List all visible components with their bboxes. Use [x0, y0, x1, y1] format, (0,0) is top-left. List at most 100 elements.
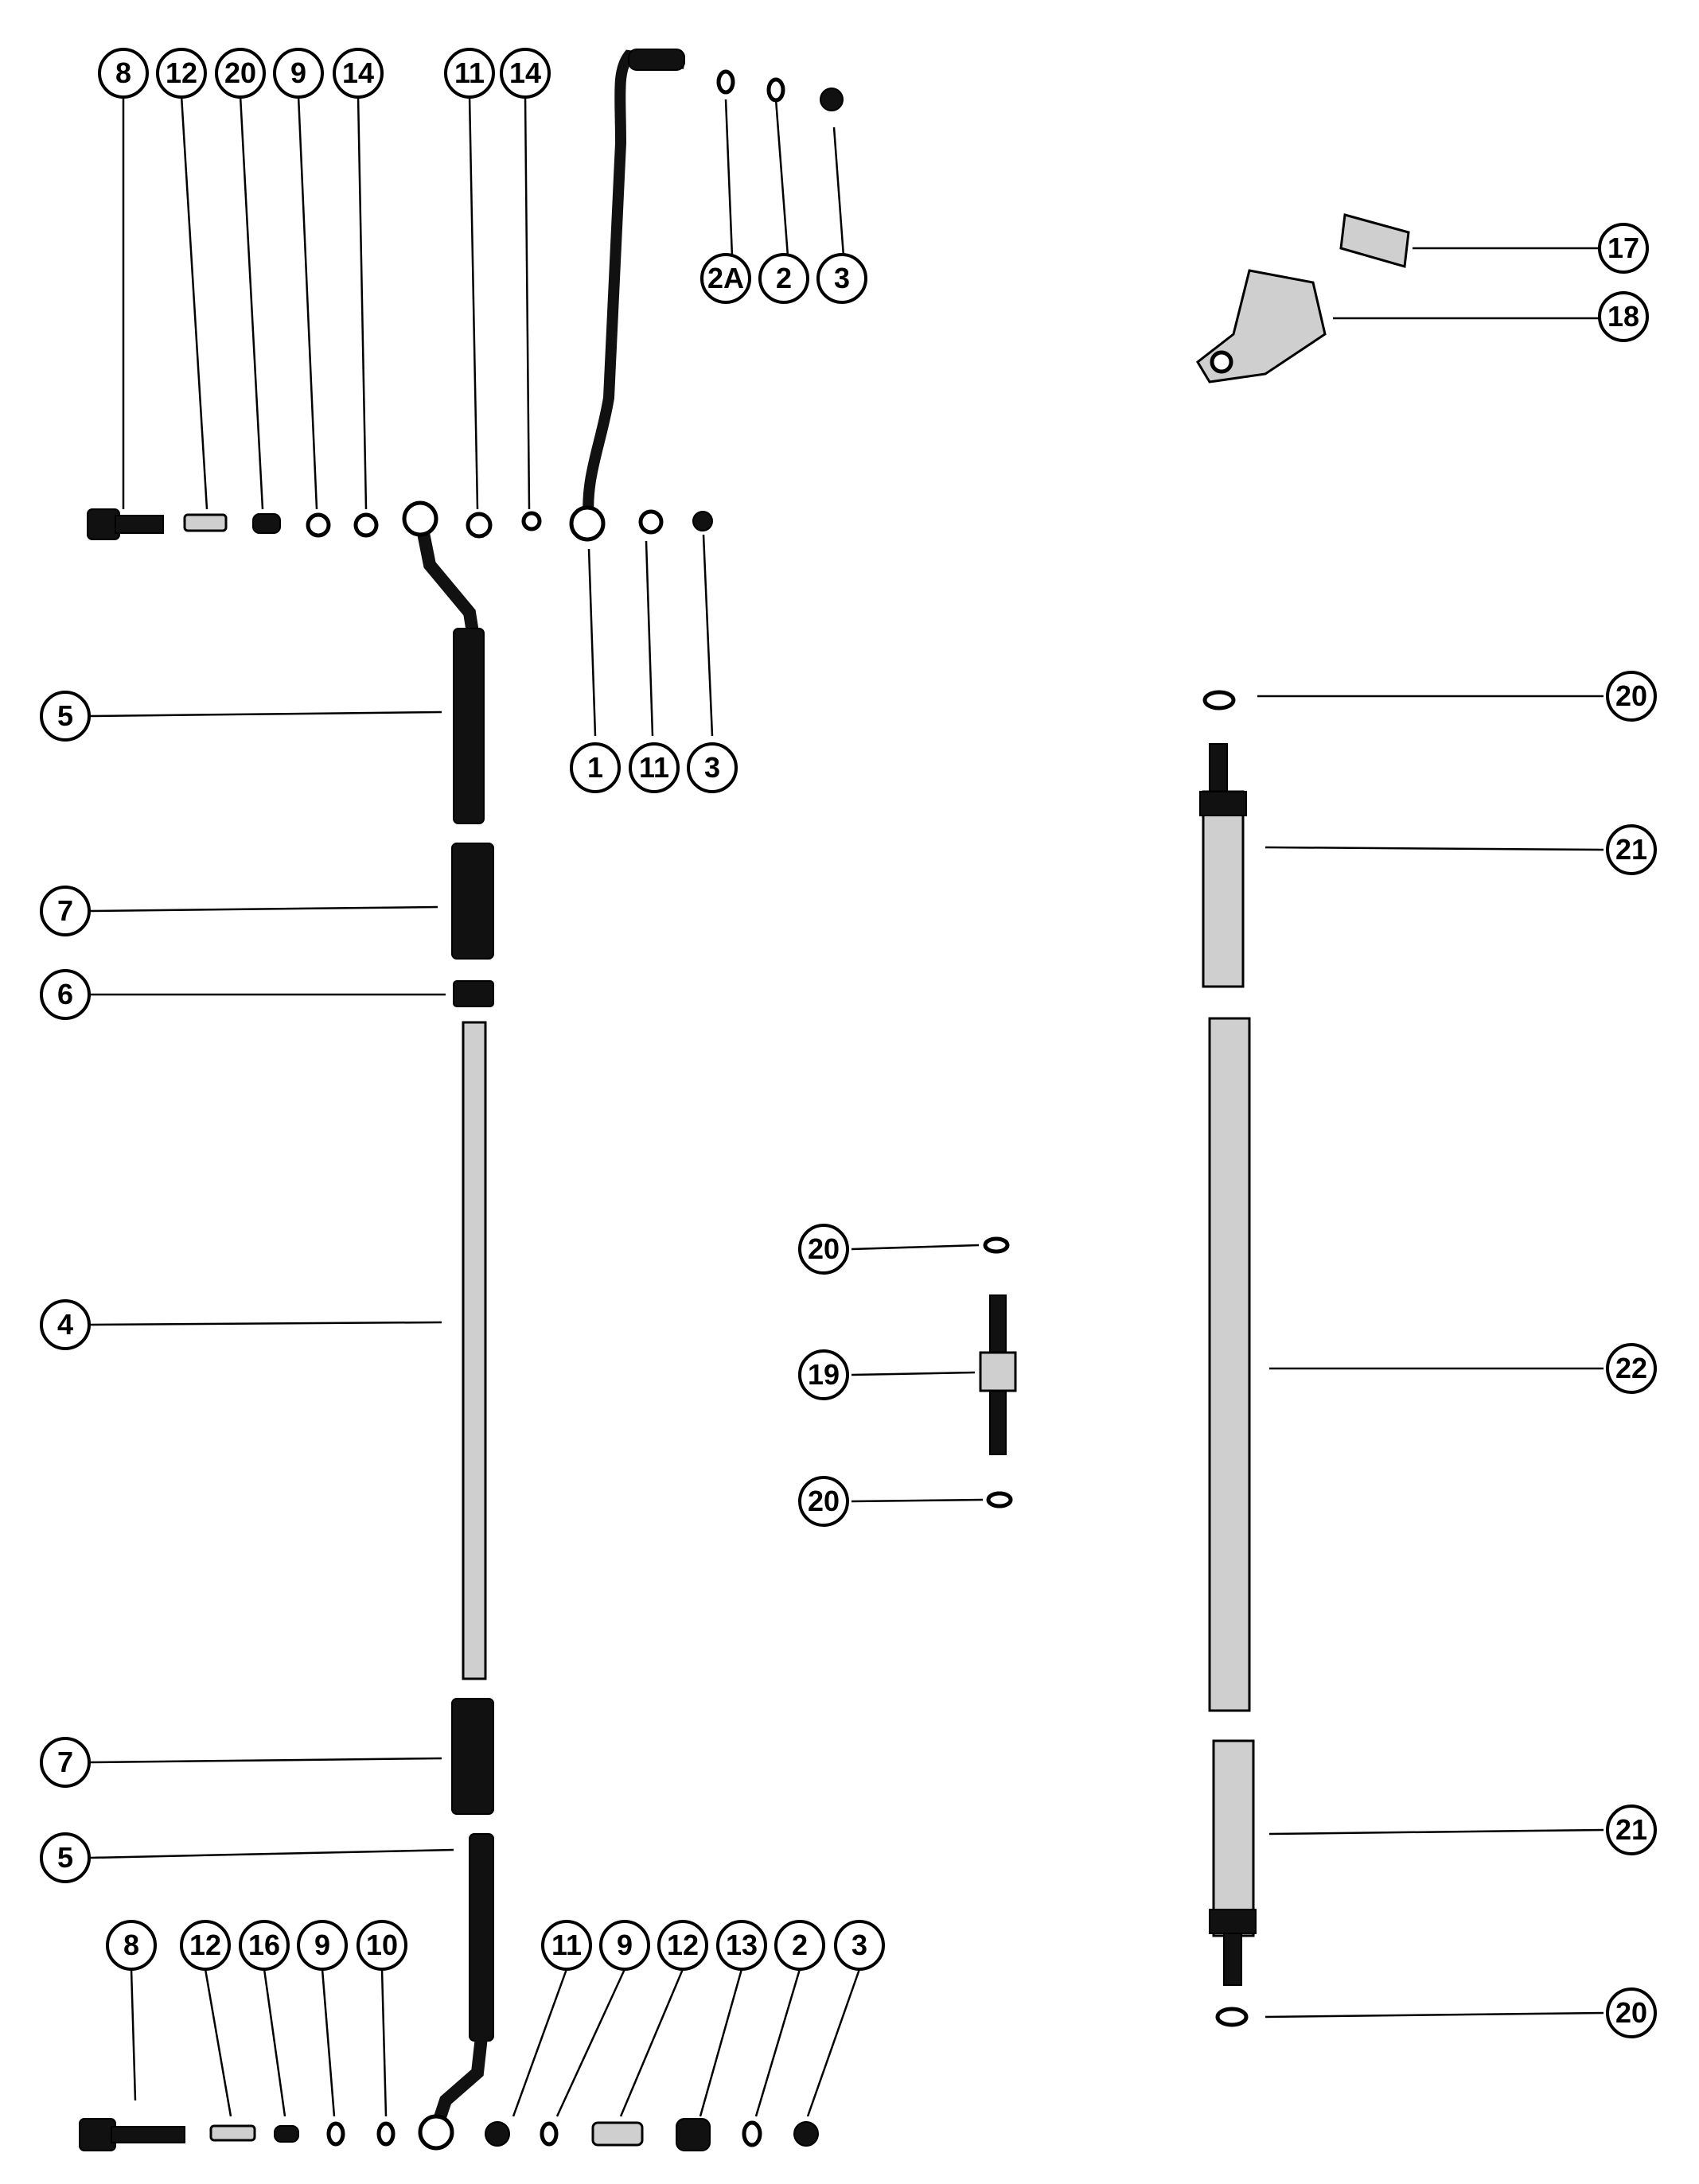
part-3-top: [820, 88, 844, 111]
callout-8-top: 8: [98, 48, 149, 99]
callout-label: 8: [123, 1929, 139, 1961]
bottom-part-13: [676, 2118, 711, 2151]
mid-washer-11: [638, 509, 664, 535]
part-18-hole: [1210, 350, 1233, 374]
callout-14-top: 14: [333, 48, 384, 99]
callout-5-upper: 5: [40, 691, 91, 742]
callouts: 8 12 20 9 14 11 14 2A 2 3 17 18 5 1 11 3…: [40, 48, 1657, 2038]
callout-20-center-bottom: 20: [798, 1476, 849, 1527]
top-washer-9: [306, 512, 331, 538]
callout-11-mid: 11: [629, 742, 680, 793]
callout-label: 12: [667, 1929, 699, 1961]
callout-label: 4: [57, 1308, 73, 1341]
top-washer-11: [466, 512, 493, 539]
callout-label: 3: [704, 751, 720, 784]
right-tube-22: [1208, 1017, 1251, 1712]
callout-label: 5: [57, 699, 73, 732]
callout-3-top: 3: [816, 253, 867, 304]
callout-label: 2: [792, 1929, 808, 1961]
right-coupler-21-upper-hex: [1199, 791, 1247, 816]
locknut-6: [453, 980, 494, 1007]
callout-18: 18: [1598, 291, 1649, 342]
callout-22: 22: [1606, 1343, 1657, 1394]
callout-21-upper: 21: [1606, 824, 1657, 875]
callout-3-mid: 3: [687, 742, 738, 793]
callout-21-lower: 21: [1606, 1804, 1657, 1855]
callout-11-top: 11: [444, 48, 495, 99]
callout-20-top: 20: [215, 48, 266, 99]
upper-rod-end-body: [453, 628, 485, 824]
callout-label: 7: [57, 1746, 73, 1778]
callout-label: 11: [551, 1929, 582, 1961]
right-stud-bottom-thread: [1223, 1933, 1242, 1986]
center-washer-20-bottom: [986, 1491, 1013, 1509]
bottom-threaded-stud: [209, 2124, 256, 2142]
callout-label: 18: [1607, 300, 1639, 333]
callout-label: 9: [617, 1929, 633, 1961]
callout-label: 11: [454, 56, 485, 89]
callout-label: 20: [808, 1485, 840, 1517]
callout-20-center-top: 20: [798, 1224, 849, 1275]
center-washer-20-top: [983, 1236, 1010, 1254]
bottom-washer-2: [742, 2120, 762, 2147]
bottom-washer-10: [376, 2121, 396, 2147]
callout-label: 8: [115, 56, 131, 89]
right-coupler-21-lower: [1212, 1739, 1255, 1937]
callout-6: 6: [40, 969, 91, 1020]
callout-17: 17: [1598, 223, 1649, 274]
lower-rod-end-bend: [431, 2036, 488, 2127]
right-coupler-21-lower-hex: [1209, 1909, 1257, 1934]
callout-label: 20: [808, 1232, 840, 1265]
callout-3-bottom: 3: [834, 1920, 885, 1971]
part-2-top: [766, 77, 785, 103]
center-stud-19-nut: [979, 1351, 1017, 1392]
callout-12-top: 12: [156, 48, 207, 99]
bottom-threaded-12: [591, 2121, 644, 2147]
callout-2-bottom: 2: [774, 1920, 825, 1971]
part-17-plate: [1339, 213, 1410, 268]
top-washer-14b: [521, 511, 542, 531]
callout-1: 1: [570, 742, 621, 793]
lower-rod-end-body: [469, 1833, 494, 2042]
callout-5-lower: 5: [40, 1832, 91, 1883]
upper-sleeve-7: [451, 843, 494, 960]
callout-16: 16: [239, 1920, 290, 1971]
bottom-spacer-16: [274, 2125, 299, 2143]
callout-9-bottom-2: 9: [599, 1920, 650, 1971]
parts: [79, 49, 1410, 2151]
bottom-washer-9b: [540, 2121, 559, 2147]
callout-7-upper: 7: [40, 886, 91, 936]
callout-label: 11: [639, 751, 669, 784]
callout-12-bottom-2: 12: [657, 1920, 708, 1971]
callout-label: 20: [224, 56, 256, 89]
main-rod-4: [462, 1021, 487, 1680]
right-washer-20-top: [1202, 690, 1236, 710]
callout-20-right-top: 20: [1606, 671, 1657, 722]
callout-label: 7: [57, 894, 73, 927]
bottom-washer-9: [326, 2121, 345, 2147]
callout-label: 2A: [707, 262, 744, 294]
upper-bent-link-eye: [569, 505, 606, 542]
callout-7-lower: 7: [40, 1737, 91, 1788]
top-washer-14: [353, 512, 379, 538]
bottom-washer-11: [485, 2121, 510, 2147]
callout-14-top-2: 14: [500, 48, 551, 99]
lower-rod-end-eye: [418, 2114, 454, 2151]
callout-2-top: 2: [758, 253, 809, 304]
callout-label: 21: [1615, 1813, 1647, 1846]
callout-label: 3: [834, 262, 850, 294]
callout-label: 17: [1607, 232, 1639, 264]
callout-label: 19: [808, 1358, 840, 1391]
callout-4: 4: [40, 1299, 91, 1350]
callout-label: 14: [509, 56, 541, 89]
callout-label: 6: [57, 978, 73, 1010]
callout-label: 13: [726, 1929, 758, 1961]
top-spacer: [252, 513, 281, 534]
callout-2a: 2A: [700, 253, 751, 304]
mid-nut-3: [692, 511, 713, 531]
callout-8-bottom: 8: [106, 1920, 157, 1971]
lower-sleeve-7: [451, 1698, 494, 1815]
callout-9-top: 9: [273, 48, 324, 99]
bottom-bolt: [79, 2118, 185, 2151]
upper-bent-link-tip: [628, 49, 685, 71]
